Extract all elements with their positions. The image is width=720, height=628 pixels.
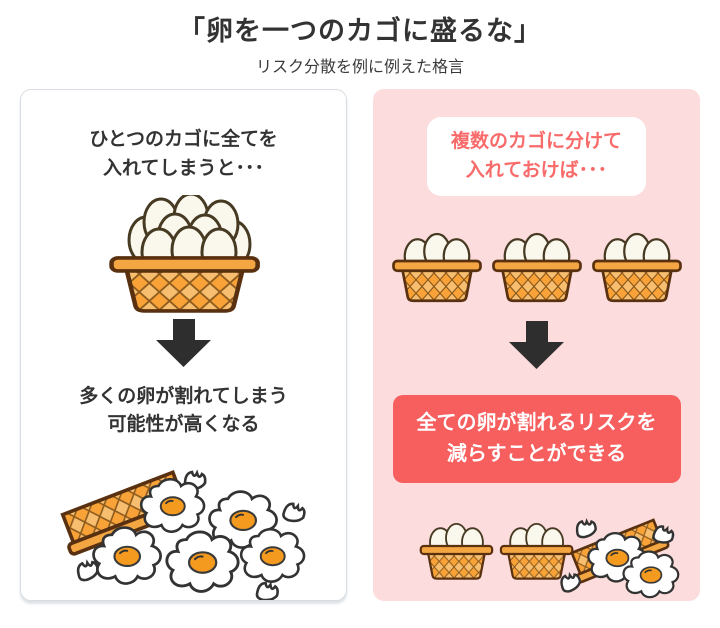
basket-of-eggs-icon [392, 228, 482, 303]
right-arrow-wrap [509, 321, 564, 370]
intro-line-2: 入れてしまうと･･･ [103, 157, 264, 179]
intro-line-2: 入れておけば･･･ [465, 159, 608, 181]
comparison-panels: ひとつのカゴに全てを 入れてしまうと･･･ [0, 89, 720, 602]
page-subtitle: リスク分散を例に例えた格言 [255, 59, 464, 77]
three-baskets-of-eggs-icon [392, 228, 682, 303]
result-line-2: 減らすことができる [446, 443, 627, 466]
single-basket-intro-text: ひとつのカゴに全てを 入れてしまうと･･･ [89, 126, 277, 183]
two-baskets-one-tipped-broken-icon [387, 517, 679, 599]
tipped-basket-broken-eggs-icon [54, 468, 307, 601]
single-basket-panel: ひとつのカゴに全てを 入れてしまうと･･･ [20, 89, 347, 602]
result-line-2: 可能性が高くなる [107, 413, 260, 435]
down-arrow-icon [509, 321, 564, 370]
multiple-baskets-intro-bubble: 複数のカゴに分けて 入れておけば･･･ [426, 117, 646, 197]
result-line-1: 全ての卵が割れるリスクを [416, 412, 657, 435]
left-arrow-wrap [156, 319, 211, 368]
result-line-1: 多くの卵が割れてしまう [79, 386, 288, 408]
single-basket-result-text: 多くの卵が割れてしまう 可能性が高くなる [79, 383, 287, 438]
basket-of-eggs-icon [592, 228, 682, 303]
risk-reduction-result-box: 全ての卵が割れるリスクを 減らすことができる [392, 395, 681, 484]
header: 「卵を一つのカゴに盛るな」 リスク分散を例に例えた格言 [0, 0, 720, 77]
multiple-baskets-panel: 複数のカゴに分けて 入れておけば･･･ 全ての [373, 89, 700, 602]
intro-line-1: 複数のカゴに分けて [450, 131, 622, 153]
intro-line-1: ひとつのカゴに全てを [89, 129, 278, 151]
basket-of-eggs-icon [492, 228, 582, 303]
down-arrow-icon [156, 319, 211, 368]
page-title: 「卵を一つのカゴに盛るな」 [178, 16, 542, 46]
basket-full-of-eggs-icon [98, 195, 270, 313]
